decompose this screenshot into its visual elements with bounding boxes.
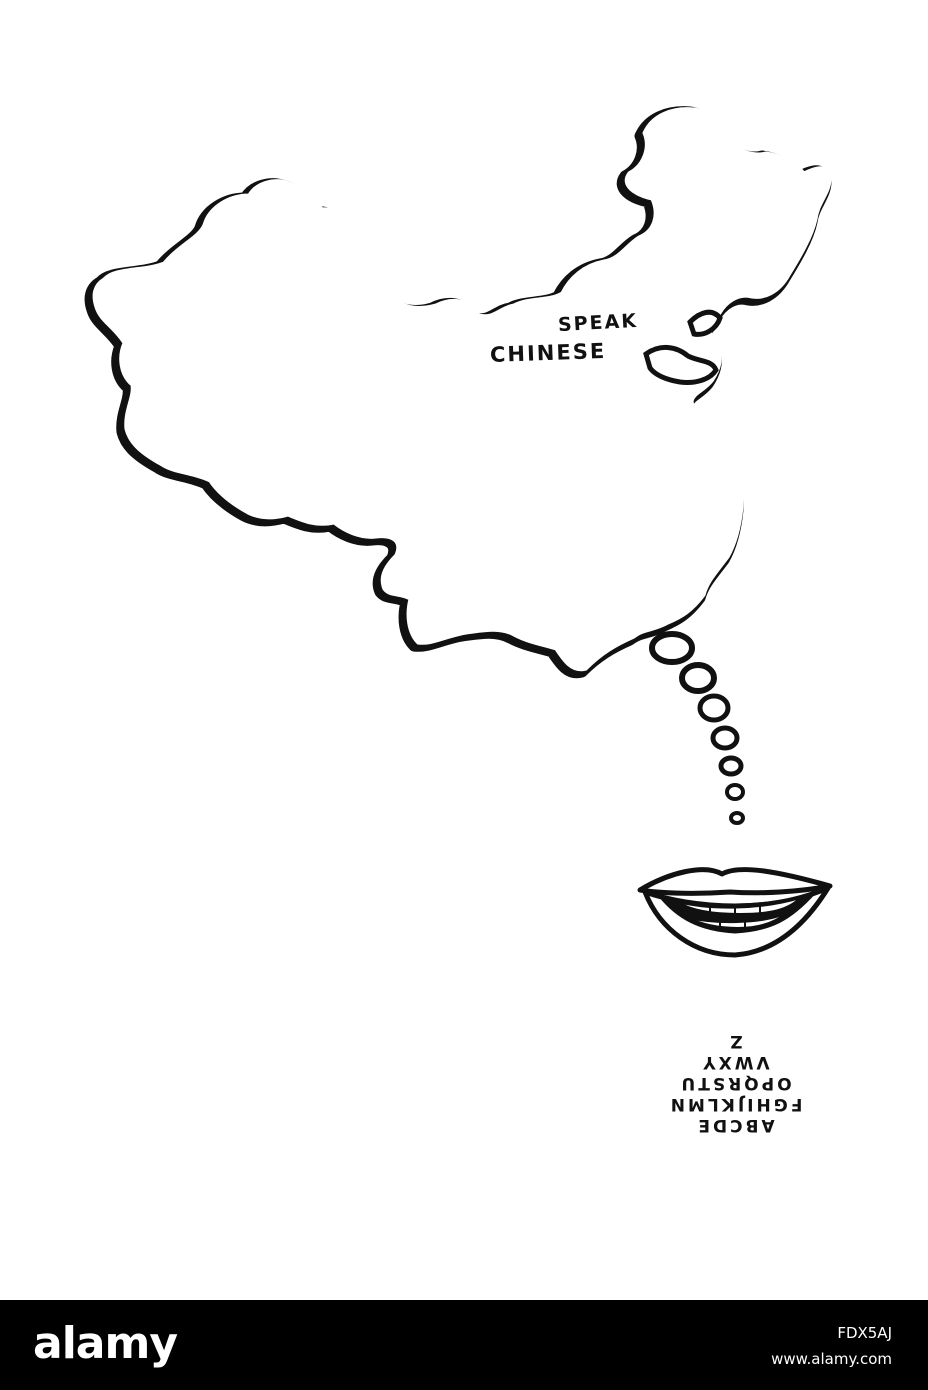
peninsula-outline — [643, 345, 719, 385]
upside-down-alphabet: ABCDE FGHIJKLMN OPQRSTU VWXY Z — [640, 1030, 830, 1135]
chinese-label: CHINESE — [489, 338, 607, 368]
thought-bubble-5 — [718, 755, 744, 777]
gulf-notch — [687, 309, 723, 337]
tooth-lines — [709, 903, 761, 928]
cartoon-illustration — [84, 106, 833, 958]
site-url: www.alamy.com — [771, 1350, 892, 1368]
thought-bubble-4 — [710, 725, 740, 751]
china-thought-cloud — [92, 107, 832, 672]
alphabet-line: ABCDE — [695, 1115, 775, 1135]
upper-teeth — [677, 897, 801, 915]
watermark-footer: alamy FDX5AJ www.alamy.com — [0, 1300, 928, 1390]
lower-teeth — [689, 913, 786, 929]
image-id: FDX5AJ — [837, 1324, 892, 1342]
thought-bubbles — [649, 631, 745, 825]
speak-label: SPEAK — [557, 309, 639, 337]
mouth — [637, 867, 833, 958]
thought-bubble-7 — [729, 811, 745, 825]
upper-lip — [637, 867, 833, 896]
thought-bubble-3 — [697, 693, 731, 723]
alphabet-line: VWXY — [700, 1052, 770, 1072]
thought-bubble-1 — [649, 631, 695, 665]
thought-bubble-2 — [679, 662, 717, 694]
alphabet-line: OPQRSTU — [678, 1073, 792, 1093]
thought-bubble-6 — [725, 783, 745, 801]
alphabet-line: FGHIJKLMN — [667, 1094, 803, 1114]
alphabet-line: Z — [727, 1031, 743, 1051]
brand-logo: alamy — [33, 1318, 178, 1369]
